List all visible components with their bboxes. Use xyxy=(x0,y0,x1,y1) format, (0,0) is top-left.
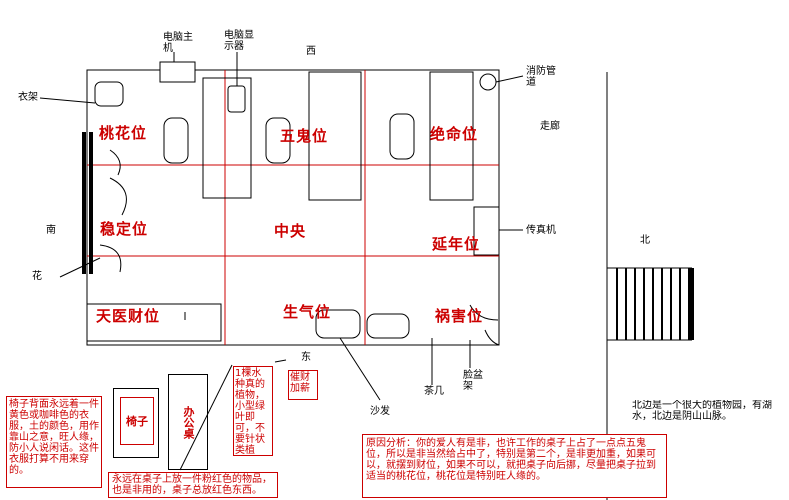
fax-box xyxy=(473,206,500,256)
flower-label: 花 xyxy=(32,271,42,282)
washbasin-label: 脸盆架 xyxy=(463,370,483,392)
chair-outline: 椅子 xyxy=(113,388,159,458)
leader-fire xyxy=(495,75,524,83)
leader-coat xyxy=(39,97,96,104)
chair-label: 椅子 xyxy=(126,415,148,428)
zone-wugui: 五鬼位 xyxy=(280,127,329,145)
zone-taohua: 桃花位 xyxy=(99,124,148,142)
west-label: 西 xyxy=(306,46,316,57)
wealth-note: 催财加薪 xyxy=(288,370,318,400)
zone-tianyi: 天医财位 xyxy=(96,307,161,325)
plant-note: 1棵水种真的植物，小型绿叶即可，不要针状类植物。 xyxy=(233,366,273,456)
sofa-label: 沙发 xyxy=(370,406,390,417)
zone-jueming: 绝命位 xyxy=(430,125,479,143)
desk-bottom-left xyxy=(86,303,222,342)
computer-host-label: 电脑主机 xyxy=(163,32,193,54)
door-arc-2 xyxy=(109,177,127,216)
stair-post xyxy=(688,268,694,340)
leader-plant xyxy=(179,364,233,471)
desk-left xyxy=(202,77,252,199)
sofa-piece-1 xyxy=(315,309,361,339)
door-arc-1 xyxy=(109,149,121,176)
coat-rack-box xyxy=(94,81,124,107)
chair-2 xyxy=(265,117,291,164)
chair-1 xyxy=(163,117,189,164)
fax-label: 传真机 xyxy=(526,225,556,236)
zone-shengqi: 生气位 xyxy=(283,303,332,321)
corridor-label: 走廊 xyxy=(540,121,560,132)
door-arc-5 xyxy=(484,329,500,346)
computer-monitor-label: 电脑显示器 xyxy=(224,30,254,52)
leader-flower xyxy=(59,257,101,278)
fire-pipe-circle xyxy=(479,73,497,91)
stairs xyxy=(616,268,681,340)
chair-note: 椅子背面永远着一件黄色或咖啡色的衣服，土的颜色，用作靠山之意，旺人缘，防小人说闲… xyxy=(6,396,102,488)
desk-outline: 办公桌 xyxy=(168,374,208,470)
window-bar-2 xyxy=(89,132,93,274)
desk-note: 永远在桌子上放一件粉红色的物品，也是非用的，桌子总放红色东西。 xyxy=(108,472,278,498)
east-label: 东 xyxy=(301,352,311,363)
fire-pipe-label: 消防管道 xyxy=(526,66,556,88)
zone-zhongyang: 中央 xyxy=(274,222,307,240)
analysis-note: 原因分析：你的爱人有是非，也许工作的桌子上占了一点点五鬼位，所以是非当然给占中了… xyxy=(362,434,667,498)
desk-middle xyxy=(308,71,362,201)
sofa-piece-2 xyxy=(366,313,410,339)
south-label: 南 xyxy=(46,225,56,236)
door-arc-3 xyxy=(99,244,122,273)
leader-wealth xyxy=(274,359,287,363)
window-bar-1 xyxy=(82,132,86,274)
desk-right xyxy=(429,71,474,201)
zone-wending: 稳定位 xyxy=(100,220,149,238)
coat-rack-label: 衣架 xyxy=(18,92,38,103)
zone-huohai: 祸害位 xyxy=(435,307,484,325)
zone-yannian: 延年位 xyxy=(432,235,481,253)
leader-sofa xyxy=(339,337,381,401)
north-label: 北 xyxy=(640,235,650,246)
door-arc-4 xyxy=(469,304,499,321)
desk-label: 办公桌 xyxy=(182,405,195,439)
computer-host-box xyxy=(159,61,196,83)
chair-3 xyxy=(389,113,415,160)
north-note: 北边是一个很大的植物园，有湖水，北边是阴山山脉。 xyxy=(632,400,782,430)
tea-table-label: 茶几 xyxy=(424,386,444,397)
monitor-box xyxy=(227,85,246,113)
